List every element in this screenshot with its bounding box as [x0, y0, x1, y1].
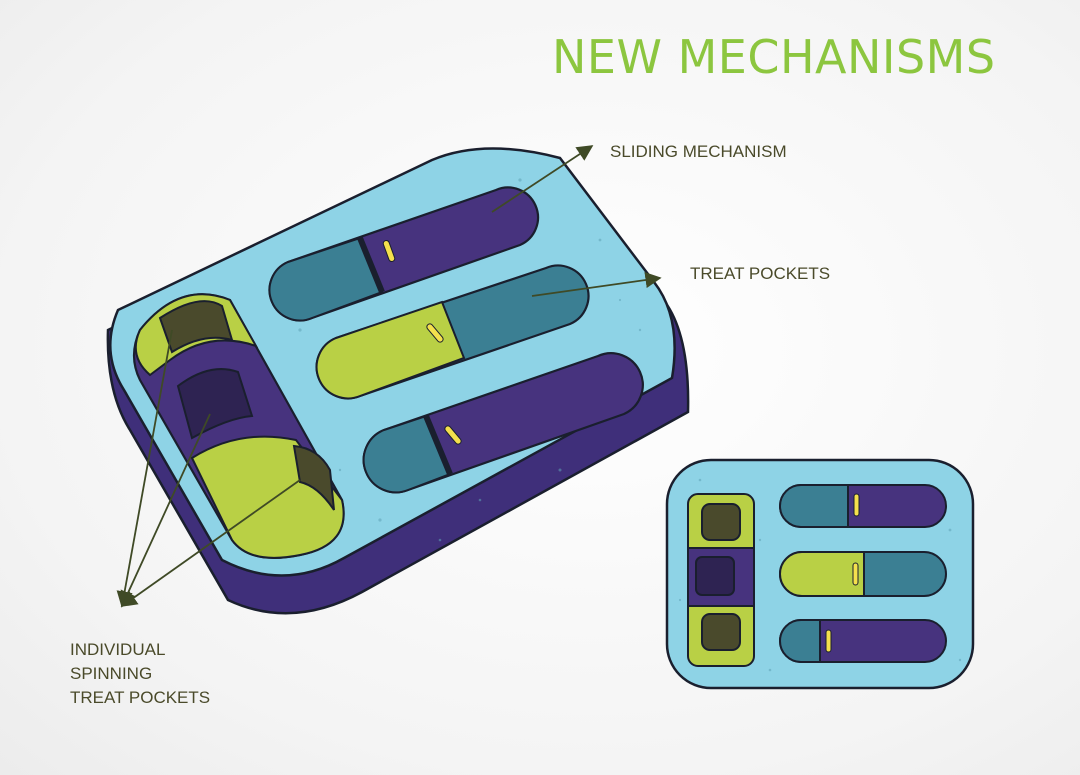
- label-spinning-line-1: INDIVIDUAL: [70, 640, 166, 659]
- label-spinning-line-3: TREAT POCKETS: [70, 688, 211, 707]
- slider-slot-1: [268, 186, 540, 322]
- label-spinning-line-2: SPINNING: [70, 664, 153, 683]
- arrow-spinning-2: [120, 413, 211, 608]
- arrow-spinning-3: [120, 479, 301, 607]
- slider-slot-2: [315, 264, 590, 400]
- page-title: NEW MECHANISMS: [552, 30, 996, 84]
- callout-arrows: [116, 145, 662, 608]
- tray-3d-illustration: [106, 147, 690, 615]
- arrow-pockets: [531, 272, 662, 297]
- arrow-spinning-1: [116, 329, 173, 608]
- label-sliding-mechanism: SLIDING MECHANISM: [610, 142, 787, 161]
- tray-top-view-illustration: [665, 458, 975, 690]
- arrow-sliding: [491, 145, 594, 213]
- label-treat-pockets: TREAT POCKETS: [690, 264, 831, 283]
- spinning-pockets-3d: [132, 293, 345, 559]
- slider-slot-3: [362, 352, 644, 494]
